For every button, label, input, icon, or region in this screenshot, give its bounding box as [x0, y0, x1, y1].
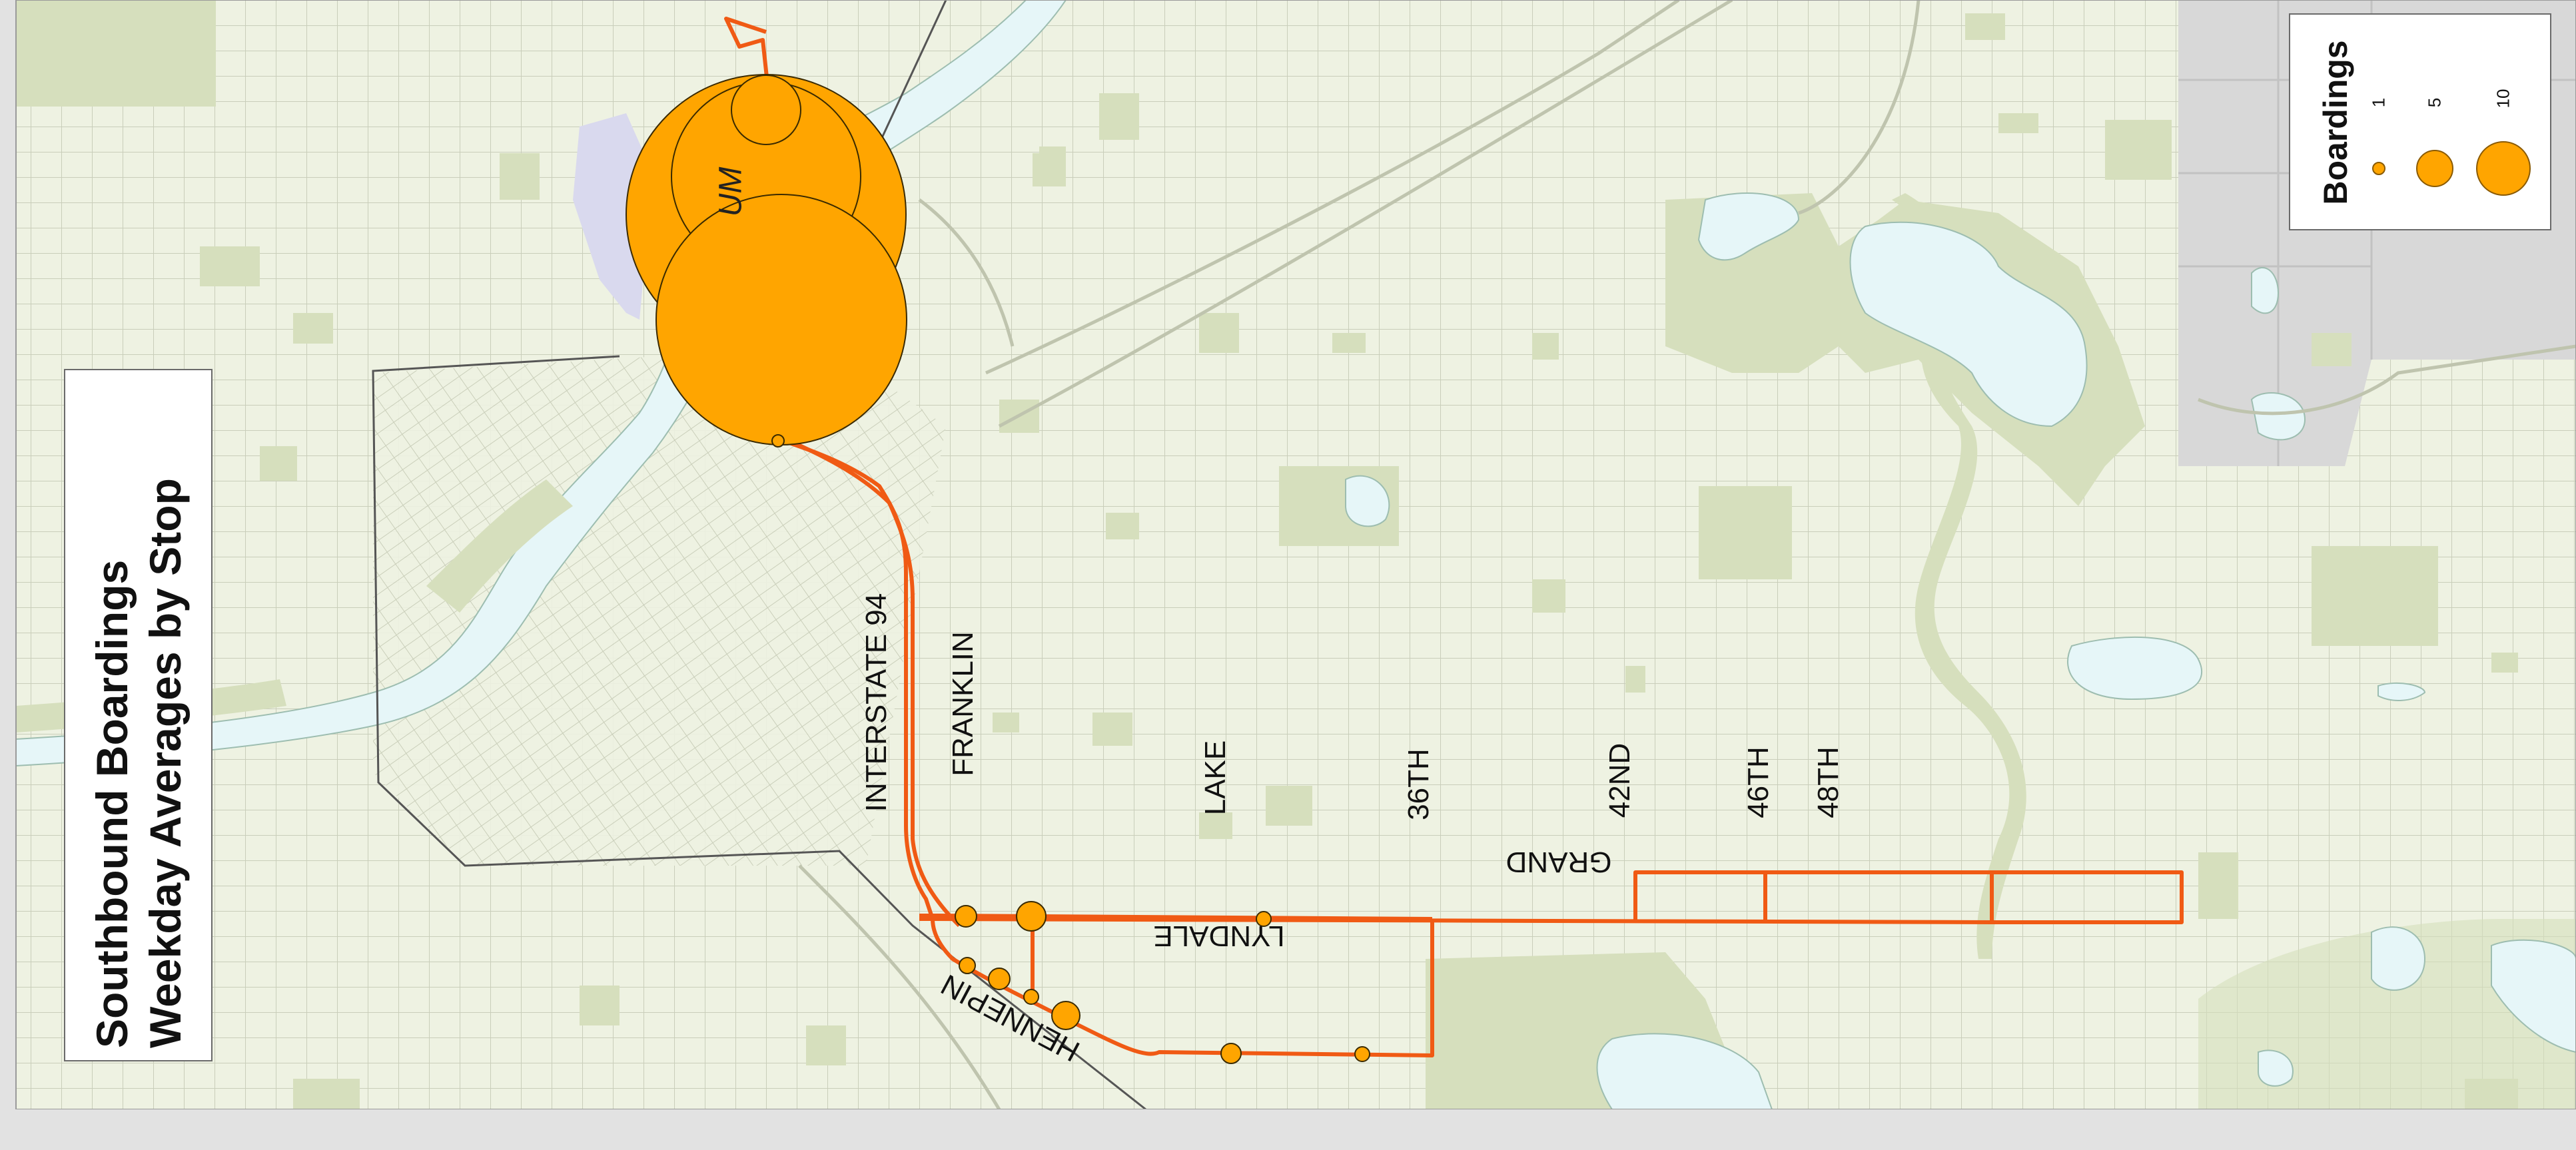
title-line-1: Southbound Boardings: [87, 559, 137, 1048]
stop-circle-8[interactable]: [1220, 1043, 1242, 1064]
label-46th: 46TH: [1742, 746, 1775, 818]
label-grand: GRAND: [1505, 846, 1612, 878]
legend-label-5: 5: [2424, 97, 2445, 108]
lakes: [1345, 192, 2576, 1110]
map-left-edge: [0, 0, 16, 1109]
stop-circle-2[interactable]: [1016, 901, 1047, 932]
chain-of-lakes-park: [1665, 193, 2145, 506]
legend-label-1: 1: [2368, 97, 2389, 108]
label-franklin: FRANKLIN: [947, 631, 979, 776]
stop-circle-4[interactable]: [959, 957, 976, 974]
label-42nd: 42ND: [1603, 742, 1636, 818]
title-text: Southbound Boardings Weekday Averages by…: [85, 382, 192, 1048]
parks: [16, 0, 2518, 1109]
boarding-circles: [626, 74, 1370, 1064]
stop-circle-um-c[interactable]: [655, 194, 907, 445]
legend: Boardings 1 5 10: [2289, 13, 2551, 230]
label-lake: LAKE: [1199, 740, 1232, 816]
stop-circle-6[interactable]: [1023, 989, 1039, 1005]
legend-swatch-10: [2476, 141, 2531, 196]
river-gorge-park: [2198, 919, 2576, 1109]
stop-circle-um-d[interactable]: [731, 75, 801, 145]
route-lines: [724, 17, 2184, 1057]
stop-circle-10[interactable]: [771, 434, 785, 447]
label-48th: 48TH: [1812, 746, 1845, 818]
campus-area: [573, 113, 653, 320]
legend-swatch-5: [2416, 150, 2453, 187]
stop-circle-3[interactable]: [1256, 911, 1272, 927]
label-um: UM: [713, 166, 749, 217]
highways: [798, 0, 2576, 1111]
label-interstate-94: INTERSTATE 94: [860, 593, 893, 812]
title-box: Southbound Boardings Weekday Averages by…: [64, 369, 213, 1061]
title-line-2: Weekday Averages by Stop: [140, 478, 190, 1048]
stop-circle-1[interactable]: [955, 905, 977, 928]
stop-circle-5[interactable]: [988, 968, 1011, 990]
bottom-margin: [0, 1109, 2576, 1150]
label-36th: 36TH: [1402, 748, 1435, 820]
downtown-grid: [373, 346, 946, 866]
legend-label-10: 10: [2493, 89, 2513, 109]
stop-circle-9[interactable]: [1354, 1046, 1370, 1062]
stop-circle-7[interactable]: [1051, 1001, 1080, 1030]
river-parkland: [426, 479, 573, 613]
legend-title: Boardings: [2317, 40, 2354, 205]
legend-swatch-1: [2372, 162, 2385, 175]
label-lyndale: LYNDALE: [1153, 920, 1285, 952]
